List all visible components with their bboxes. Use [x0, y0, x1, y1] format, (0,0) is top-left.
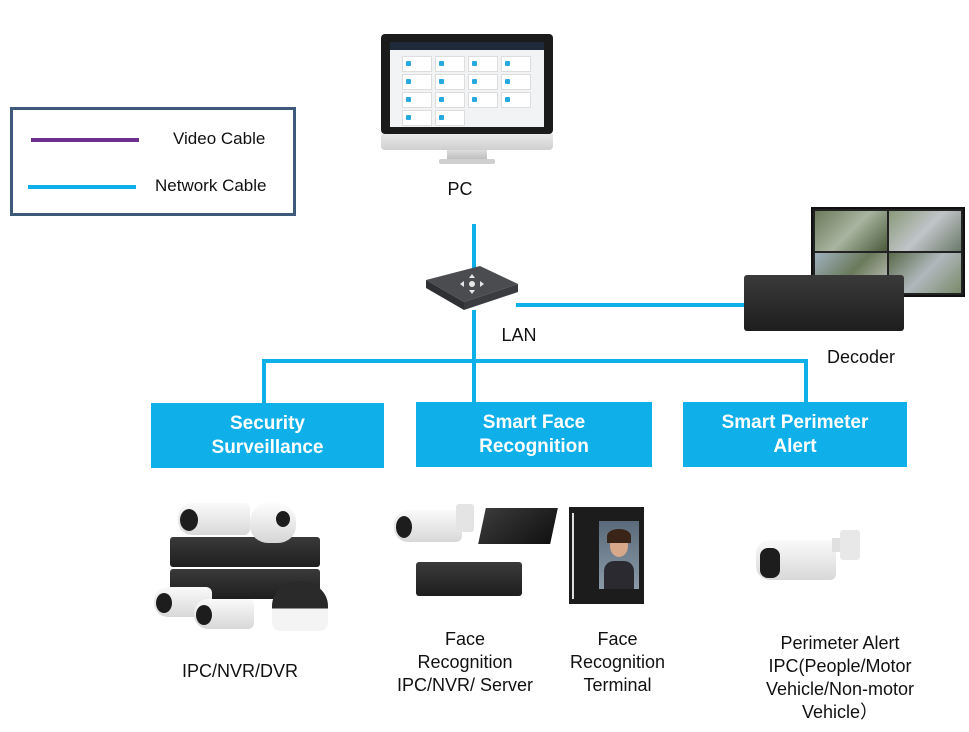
network-switch-icon: [420, 262, 520, 312]
bus-horizontal-line: [262, 359, 808, 363]
network-cable-swatch: [28, 185, 136, 189]
pc-icon: [381, 34, 553, 164]
lan-label: LAN: [501, 325, 537, 345]
video-cable-label: Video Cable: [173, 129, 266, 148]
face-recognition-camera-server-icon: [390, 500, 560, 605]
pc-to-lan-line: [472, 224, 476, 268]
pc-label: PC: [447, 179, 473, 199]
face-recognition-terminal-icon: [569, 507, 644, 604]
device-label-perimeter-alert-ipc: Perimeter Alert IPC(People/Motor Vehicle…: [765, 633, 915, 722]
decoder-icon: [744, 205, 965, 335]
decoder-box: [744, 275, 904, 331]
device-label-ipc-nvr-dvr: IPC/NVR/DVR: [181, 661, 298, 681]
lan-to-decoder-line: [516, 303, 746, 307]
cameras-and-recorders-icon: [150, 495, 340, 640]
device-label-face-recognition-ipc-nvr-server: Face Recognition IPC/NVR/ Server: [396, 629, 534, 695]
video-cable-swatch: [31, 138, 139, 142]
bullet-camera-icon: [752, 528, 862, 593]
legend: Video Cable Network Cable: [10, 107, 296, 216]
bus-drop-left-line: [262, 359, 266, 404]
bus-drop-right-line: [804, 359, 808, 404]
lan-to-bus-line: [472, 310, 476, 404]
decoder-label: Decoder: [826, 347, 896, 367]
network-cable-label: Network Cable: [155, 176, 267, 195]
device-label-face-recognition-terminal: Face Recognition Terminal: [569, 629, 666, 695]
